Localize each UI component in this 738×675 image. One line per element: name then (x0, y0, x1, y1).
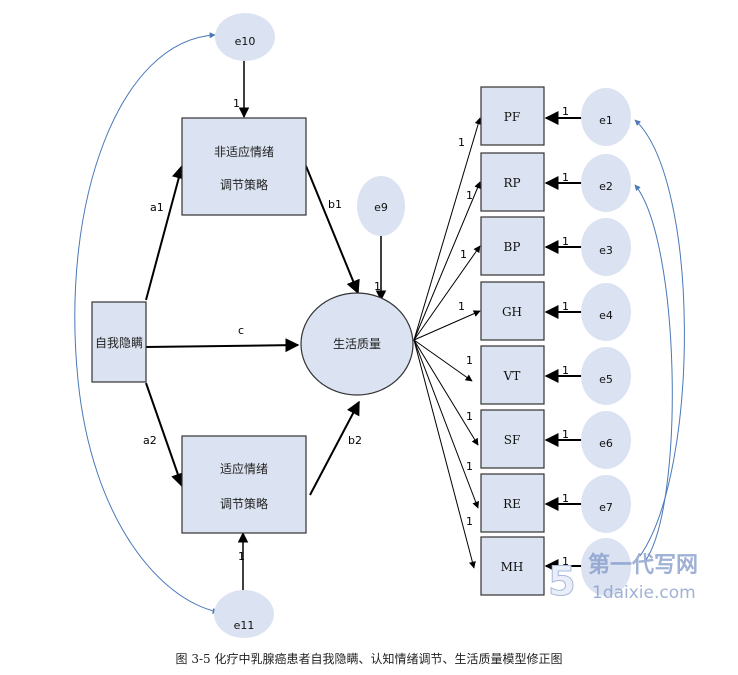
label-quality-of-life: 生活质量 (333, 337, 381, 351)
watermark-logo-mark: 5 (548, 559, 576, 605)
error-e4 (581, 283, 631, 341)
indicator-vt (480, 345, 545, 405)
label-a1: a1 (150, 201, 164, 214)
label-adaptive-line1: 适应情绪 (220, 461, 268, 476)
label-b1: b1 (328, 198, 342, 211)
label-c: c (238, 324, 244, 337)
loading-paths (413, 117, 482, 569)
label-maladaptive-line2: 调节策略 (220, 177, 268, 192)
indicator-gh (480, 281, 545, 341)
indicator-bp (480, 216, 545, 276)
error-e6 (581, 411, 631, 469)
indicator-sf (480, 409, 545, 469)
loading-mh (413, 339, 476, 569)
indicator-re (480, 473, 545, 533)
error-weight-rp: 1 (562, 171, 569, 184)
label-b2: b2 (348, 434, 362, 447)
loading-bp (413, 245, 481, 341)
error-weight-pf: 1 (562, 105, 569, 118)
indicator-rp (480, 152, 545, 212)
loading-re (413, 339, 480, 509)
indicator-label-rp: RP (503, 176, 520, 190)
error-e3 (581, 218, 631, 276)
error-label-e5: e5 (599, 373, 613, 386)
loading-sf (413, 339, 479, 446)
error-e11 (214, 590, 274, 638)
loading-label-gh: 1 (458, 300, 465, 313)
covariance-e10-e11 (74, 32, 219, 614)
path-a1 (145, 164, 186, 301)
error-weight-bp: 1 (562, 235, 569, 248)
path-b2 (309, 400, 360, 496)
error-e1 (581, 88, 631, 146)
error-weight-gh: 1 (562, 300, 569, 313)
node-quality-of-life (300, 292, 414, 396)
label-a2: a2 (143, 434, 157, 447)
watermark-brand: 第一代写网 (588, 552, 698, 578)
path-c (145, 338, 300, 353)
error-label-e2: e2 (599, 180, 613, 193)
label-e10: e10 (235, 35, 256, 48)
error-e2 (581, 154, 631, 212)
error-e5 (581, 347, 631, 405)
indicator-label-pf: PF (504, 110, 520, 124)
label-self-concealment: 自我隐瞒 (95, 336, 143, 350)
weight-e11: 1 (238, 550, 245, 563)
loading-label-sf: 1 (466, 410, 473, 423)
path-b1 (305, 165, 360, 295)
loading-label-re: 1 (466, 460, 473, 473)
loading-gh (413, 310, 481, 341)
error-weight-sf: 1 (562, 428, 569, 441)
loading-label-pf: 1 (458, 136, 465, 149)
watermark: 5 第一代写网 1daixie.com (548, 552, 699, 606)
loading-pf (413, 117, 482, 341)
error-mh-residual (581, 538, 631, 596)
node-adaptive-strategy (181, 435, 307, 534)
error-label-e6: e6 (599, 437, 613, 450)
error-weight-vt: 1 (562, 364, 569, 377)
loading-vt (413, 339, 473, 382)
indicator-pf (480, 86, 545, 146)
label-e11: e11 (234, 619, 255, 632)
indicator-label-sf: SF (504, 433, 521, 447)
weight-e9: 1 (374, 280, 381, 293)
node-self-concealment (91, 301, 147, 383)
loading-label-rp: 1 (466, 189, 473, 202)
error-e10 (215, 13, 275, 61)
error-label-e7: e7 (599, 501, 613, 514)
error-e7 (581, 475, 631, 533)
indicator-label-re: RE (503, 497, 521, 511)
error-e9 (357, 176, 405, 236)
watermark-url: 1daixie.com (592, 583, 696, 603)
weight-e10: 1 (233, 97, 240, 110)
path-a2 (145, 382, 185, 488)
indicator-label-bp: BP (504, 240, 521, 254)
label-maladaptive-line1: 非适应情绪 (214, 144, 274, 159)
covariance-e1-mh (634, 119, 685, 557)
indicator-label-mh: MH (501, 560, 524, 574)
error-label-e4: e4 (599, 309, 613, 322)
error-weight-re: 1 (562, 492, 569, 505)
error-label-e3: e3 (599, 244, 613, 257)
label-adaptive-line2: 调节策略 (220, 496, 268, 511)
figure-caption: 图 3-5 化疗中乳腺癌患者自我隐瞒、认知情绪调节、生活质量模型修正图 (175, 652, 563, 666)
indicator-mh (480, 536, 545, 596)
indicator-label-vt: VT (503, 369, 521, 383)
loading-label-mh: 1 (466, 515, 473, 528)
loading-label-vt: 1 (466, 354, 473, 367)
loading-label-bp: 1 (460, 248, 467, 261)
error-label-e1: e1 (599, 114, 613, 127)
loading-rp (413, 181, 481, 341)
label-e9: e9 (374, 201, 388, 214)
covariance-e2-mh (634, 184, 673, 561)
node-maladaptive-strategy (181, 117, 307, 216)
indicator-label-gh: GH (502, 305, 522, 319)
error-paths (544, 111, 582, 573)
error-weight-mh: 1 (562, 555, 569, 568)
